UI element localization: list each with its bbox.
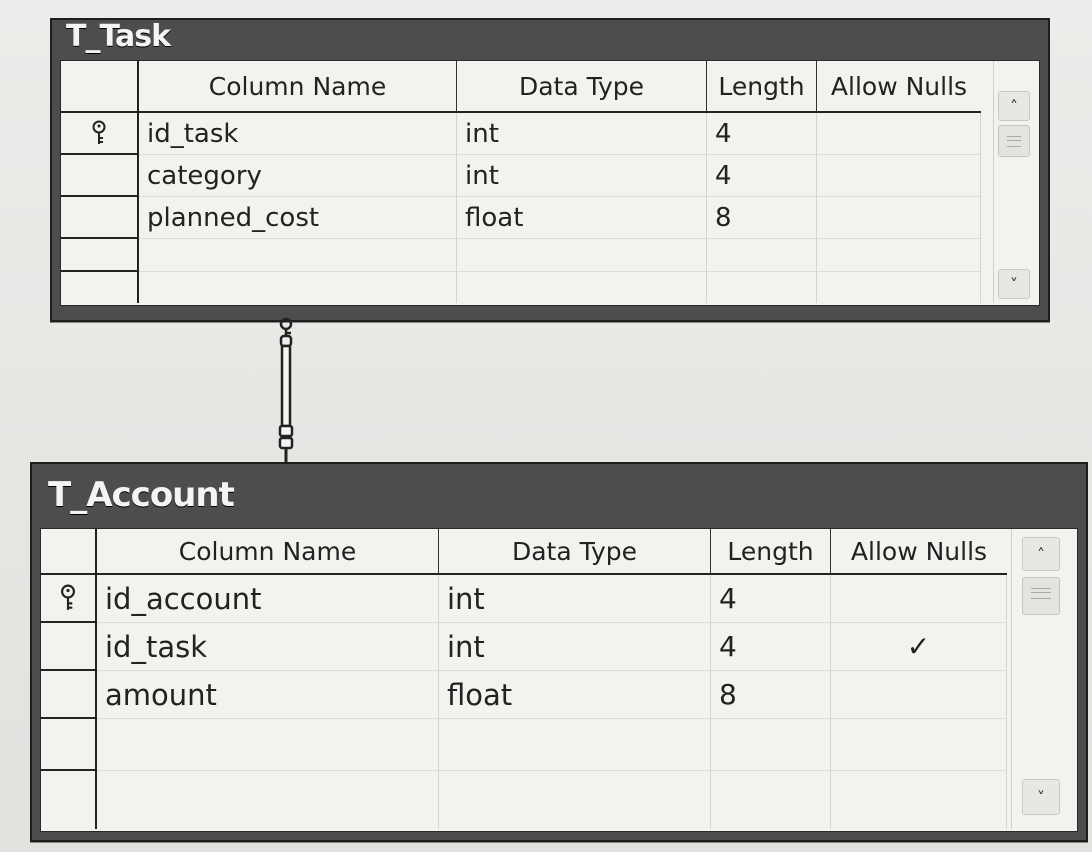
vertical-scrollbar[interactable]: ˄ ˅ — [1011, 529, 1076, 829]
col-header-allow-nulls[interactable]: Allow Nulls — [831, 529, 1007, 575]
table-row[interactable]: category int 4 — [61, 155, 981, 197]
row-selector[interactable] — [61, 155, 139, 197]
table-grid: Column Name Data Type Length Allow Nulls… — [40, 528, 1078, 832]
scrollbar-thumb[interactable] — [998, 125, 1030, 157]
grid-header: Column Name Data Type Length Allow Nulls — [61, 61, 981, 113]
key-icon — [279, 317, 293, 348]
chevron-up-icon[interactable]: ˄ — [998, 91, 1030, 121]
empty-cell[interactable] — [97, 719, 439, 771]
empty-cell[interactable] — [439, 771, 711, 829]
empty-cell[interactable] — [439, 719, 711, 771]
chevron-down-icon[interactable]: ˅ — [998, 269, 1030, 299]
cell-allow-nulls[interactable] — [817, 197, 981, 239]
cell-length[interactable]: 8 — [707, 197, 817, 239]
relationship-connector[interactable] — [266, 312, 306, 472]
cell-allow-nulls[interactable] — [817, 113, 981, 155]
chevron-up-icon[interactable]: ˄ — [1022, 537, 1060, 571]
table-t-account[interactable]: T_Account Column Name Data Type Length A… — [30, 462, 1088, 842]
cell-column-name[interactable]: id_task — [97, 623, 439, 671]
cell-length[interactable]: 8 — [711, 671, 831, 719]
cell-allow-nulls[interactable] — [831, 575, 1007, 623]
col-header-column-name[interactable]: Column Name — [97, 529, 439, 575]
chevron-down-icon[interactable]: ˅ — [1022, 779, 1060, 815]
table-title[interactable]: T_Task — [66, 19, 171, 54]
table-grid: Column Name Data Type Length Allow Nulls… — [60, 60, 1040, 306]
empty-cell[interactable] — [139, 272, 457, 303]
table-t-task[interactable]: T_Task Column Name Data Type Length Allo… — [50, 18, 1050, 322]
empty-cell[interactable] — [817, 239, 981, 272]
grid-header: Column Name Data Type Length Allow Nulls — [41, 529, 1007, 575]
col-header-length[interactable]: Length — [707, 61, 817, 113]
col-header-column-name[interactable]: Column Name — [139, 61, 457, 113]
scrollbar-thumb[interactable] — [1022, 577, 1060, 615]
col-header-data-type[interactable]: Data Type — [439, 529, 711, 575]
row-selector[interactable] — [61, 272, 139, 303]
cell-allow-nulls[interactable]: ✓ — [831, 623, 1007, 671]
cell-length[interactable]: 4 — [707, 155, 817, 197]
cell-allow-nulls[interactable] — [831, 671, 1007, 719]
table-title[interactable]: T_Account — [48, 475, 235, 515]
row-selector[interactable] — [41, 771, 97, 829]
table-row[interactable]: id_task int 4 ✓ — [41, 623, 1007, 671]
infinity-icon — [278, 424, 294, 462]
empty-row[interactable] — [61, 239, 981, 272]
cell-length[interactable]: 4 — [707, 113, 817, 155]
key-icon — [90, 120, 108, 146]
empty-cell[interactable] — [707, 272, 817, 303]
cell-data-type[interactable]: float — [457, 197, 707, 239]
cell-data-type[interactable]: int — [457, 155, 707, 197]
table-row[interactable]: amount float 8 — [41, 671, 1007, 719]
header-selector — [41, 529, 97, 575]
cell-column-name[interactable]: id_task — [139, 113, 457, 155]
cell-allow-nulls[interactable] — [817, 155, 981, 197]
relationship-line[interactable] — [280, 344, 292, 428]
cell-length[interactable]: 4 — [711, 623, 831, 671]
empty-cell[interactable] — [457, 239, 707, 272]
key-icon — [58, 584, 78, 612]
empty-row[interactable] — [61, 272, 981, 303]
empty-cell[interactable] — [97, 771, 439, 829]
table-row[interactable]: planned_cost float 8 — [61, 197, 981, 239]
row-selector[interactable] — [61, 113, 139, 155]
empty-cell[interactable] — [711, 719, 831, 771]
cell-column-name[interactable]: id_account — [97, 575, 439, 623]
empty-cell[interactable] — [831, 719, 1007, 771]
row-selector[interactable] — [61, 239, 139, 272]
row-selector[interactable] — [41, 623, 97, 671]
vertical-scrollbar[interactable]: ˄ ˅ — [993, 61, 1038, 303]
table-row[interactable]: id_task int 4 — [61, 113, 981, 155]
empty-cell[interactable] — [139, 239, 457, 272]
cell-data-type[interactable]: int — [439, 575, 711, 623]
empty-cell[interactable] — [711, 771, 831, 829]
cell-data-type[interactable]: int — [457, 113, 707, 155]
col-header-length[interactable]: Length — [711, 529, 831, 575]
empty-row[interactable] — [41, 719, 1007, 771]
row-selector[interactable] — [41, 719, 97, 771]
empty-cell[interactable] — [457, 272, 707, 303]
empty-cell[interactable] — [707, 239, 817, 272]
cell-column-name[interactable]: amount — [97, 671, 439, 719]
empty-cell[interactable] — [817, 272, 981, 303]
empty-row[interactable] — [41, 771, 1007, 829]
cell-data-type[interactable]: float — [439, 671, 711, 719]
cell-data-type[interactable]: int — [439, 623, 711, 671]
col-header-data-type[interactable]: Data Type — [457, 61, 707, 113]
row-selector[interactable] — [41, 575, 97, 623]
cell-column-name[interactable]: category — [139, 155, 457, 197]
empty-cell[interactable] — [831, 771, 1007, 829]
cell-column-name[interactable]: planned_cost — [139, 197, 457, 239]
row-selector[interactable] — [41, 671, 97, 719]
cell-length[interactable]: 4 — [711, 575, 831, 623]
table-row[interactable]: id_account int 4 — [41, 575, 1007, 623]
row-selector[interactable] — [61, 197, 139, 239]
col-header-allow-nulls[interactable]: Allow Nulls — [817, 61, 981, 113]
header-selector — [61, 61, 139, 113]
